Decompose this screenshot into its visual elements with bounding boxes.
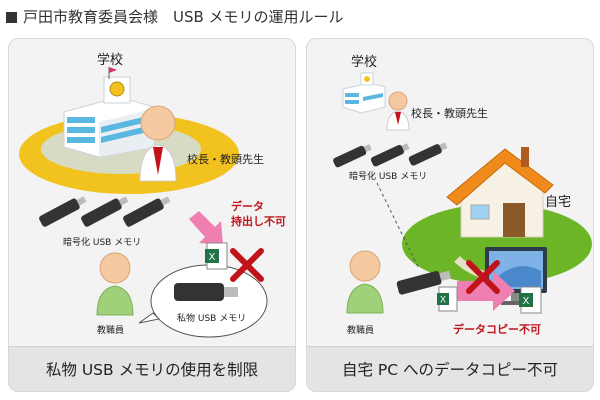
school-building-icon (342, 72, 386, 114)
page-title: 戸田市教育委員会様 USB メモリの運用ルール (6, 6, 344, 27)
usb-group-label: 暗号化 USB メモリ (63, 238, 142, 248)
page-title-text: 戸田市教育委員会様 USB メモリの運用ルール (23, 8, 344, 26)
teacher-person-icon (96, 252, 134, 316)
left-panel-footer: 私物 USB メモリの使用を制限 (9, 346, 295, 391)
usb-drive-icon (396, 270, 452, 295)
usb-drive-icon (333, 142, 448, 168)
excel-file-icon: X (519, 286, 542, 314)
house-icon (446, 147, 554, 238)
school-label: 学校 (351, 55, 378, 70)
home-label: 自宅 (545, 195, 572, 210)
cross-mark-icon (466, 260, 500, 294)
school-label: 学校 (97, 53, 124, 68)
excel-file-icon: X (205, 242, 228, 270)
svg-text:X: X (440, 295, 446, 305)
right-panel: 学校 校長・教頭先生 暗号化 USB メモリ 自宅 教職員 (306, 38, 594, 392)
usb-group-label: 暗号化 USB メモリ (349, 172, 428, 182)
school-building-icon (63, 67, 155, 158)
usb-drive-icon (39, 196, 171, 227)
principal-label: 校長・教頭先生 (187, 153, 264, 166)
left-panel: 学校 校長・教頭先生 暗号化 USB メモリ データ 持出し不可 教職員 私物 … (8, 38, 296, 392)
forbidden-label: データコピー不可 (453, 323, 541, 336)
forbidden-label: データ 持出し不可 (231, 199, 286, 229)
teacher-label: 教職員 (97, 326, 125, 336)
title-bullet-icon (6, 12, 17, 23)
teacher-person-icon (346, 250, 384, 314)
right-panel-footer: 自宅 PC へのデータコピー不可 (307, 346, 593, 391)
teacher-label: 教職員 (347, 326, 375, 336)
forbidden-label-line2: 持出し不可 (231, 215, 286, 228)
cross-mark-icon (230, 248, 264, 282)
excel-file-icon: X (437, 286, 458, 312)
principal-label: 校長・教頭先生 (411, 107, 488, 120)
arrow-icon (457, 271, 515, 311)
connector-line (376, 182, 420, 270)
arrow-icon (189, 211, 223, 245)
private-usb-icon (174, 283, 238, 301)
svg-text:X: X (209, 252, 216, 263)
bubble-label: 私物 USB メモリ (177, 314, 247, 324)
svg-text:X: X (523, 296, 530, 307)
principal-person-icon (386, 91, 410, 131)
forbidden-label-line1: データ (231, 200, 264, 213)
principal-person-icon (139, 105, 177, 182)
